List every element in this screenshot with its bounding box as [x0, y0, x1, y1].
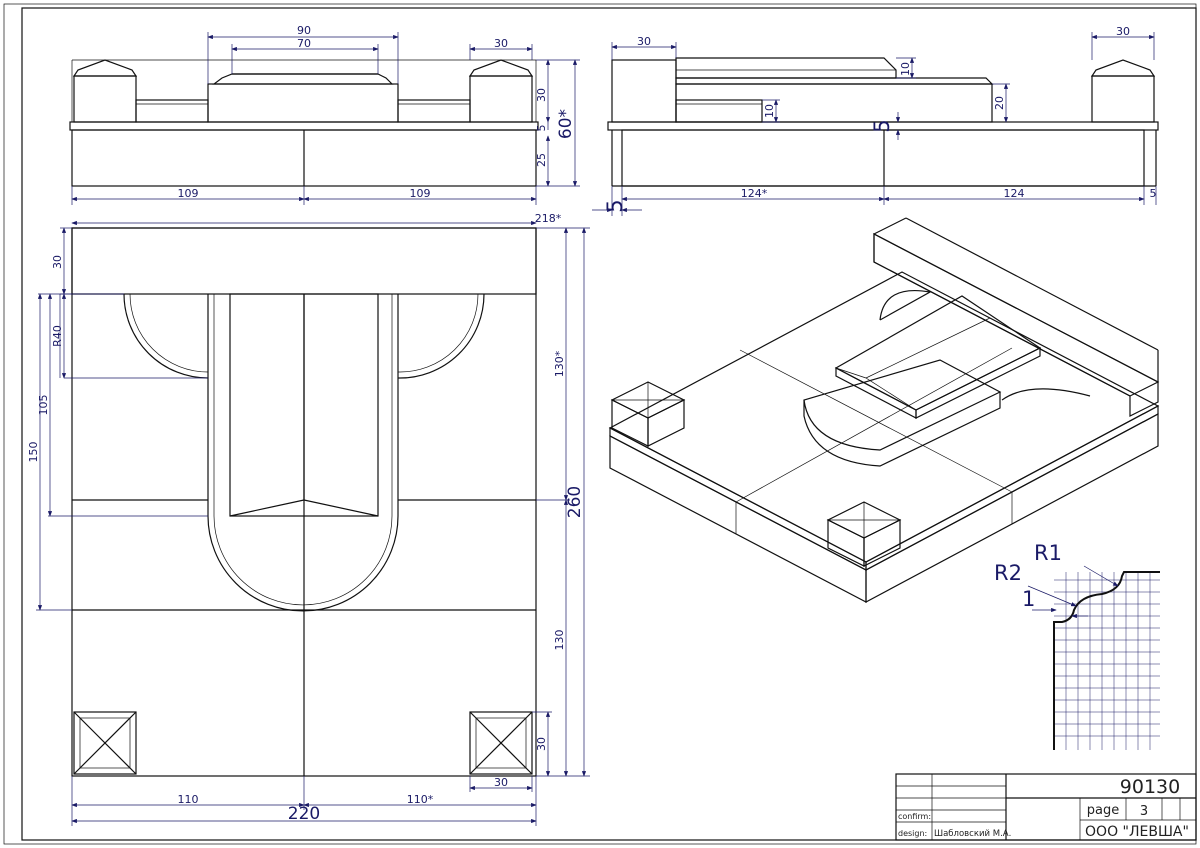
isometric-view [608, 217, 1160, 604]
dim-front-90: 90 [297, 24, 311, 37]
dim-side-124-right: 124 [1004, 187, 1025, 200]
design-label: design: [898, 829, 927, 838]
profile-label-1: 1 [1022, 587, 1035, 611]
dim-plan-30-top: 30 [51, 255, 64, 269]
page-number: 3 [1140, 804, 1148, 819]
dim-side-5-left: 5 [603, 199, 627, 212]
dim-front-109-right: 109 [410, 187, 431, 200]
page-label: page [1087, 803, 1119, 818]
profile-label-r2: R2 [994, 561, 1022, 585]
front-view-dimensions: 90 70 30 30 5 25 60* 109 109 [71, 24, 580, 205]
dim-plan-r40: R40 [51, 325, 64, 347]
profile-label-r1: R1 [1034, 541, 1062, 565]
title-block: 90130 page 3 ООО "ЛЕВША" confirm: design… [895, 773, 1197, 841]
dim-side-30-right: 30 [1116, 25, 1130, 38]
dim-side-30-left: 30 [637, 35, 651, 48]
dim-side-10-top: 10 [899, 62, 912, 76]
dim-plan-130: 130 [553, 630, 566, 651]
dim-front-25: 25 [535, 153, 548, 167]
dim-plan-260: 260 [565, 486, 585, 518]
dim-side-5-right: 5 [1150, 187, 1157, 200]
dim-plan-30-bottom-vertical: 30 [535, 737, 548, 751]
plan-view-dimensions: 218* 30 R40 105 150 130* 260 130 30 30 [27, 212, 590, 826]
front-view [69, 59, 539, 187]
dim-front-70: 70 [297, 37, 311, 50]
dim-plan-220: 220 [288, 804, 320, 824]
sheet-frame [21, 7, 1197, 841]
dim-plan-110-left: 110 [178, 793, 199, 806]
dim-front-109-left: 109 [178, 187, 199, 200]
dim-plan-218: 218* [535, 212, 562, 225]
dim-front-5: 5 [535, 125, 548, 132]
dim-plan-30-bottom: 30 [494, 776, 508, 789]
dim-side-124-left: 124* [741, 187, 768, 200]
dim-side-10-low: 10 [763, 104, 776, 118]
dim-front-30-vertical: 30 [535, 88, 548, 102]
dim-plan-105: 105 [37, 395, 50, 416]
dim-plan-130-star: 130* [553, 350, 566, 377]
plan-view [71, 227, 537, 777]
dim-plan-110-right: 110* [407, 793, 434, 806]
dim-front-30-top: 30 [494, 37, 508, 50]
confirm-label: confirm: [898, 812, 931, 821]
dim-plan-150: 150 [27, 442, 40, 463]
drawing-number: 90130 [1120, 776, 1180, 798]
dim-front-60: 60* [556, 109, 576, 139]
side-view-dimensions: 30 30 10 10 20 5 5 124* 124 5 [592, 25, 1157, 216]
side-view [607, 57, 1159, 187]
designer-name: Шабловский М.А. [934, 829, 1011, 839]
dim-side-20: 20 [993, 96, 1006, 110]
profile-detail: R1 R2 1 [994, 541, 1160, 750]
dim-side-5: 5 [870, 119, 894, 132]
company-name: ООО "ЛЕВША" [1085, 824, 1189, 840]
